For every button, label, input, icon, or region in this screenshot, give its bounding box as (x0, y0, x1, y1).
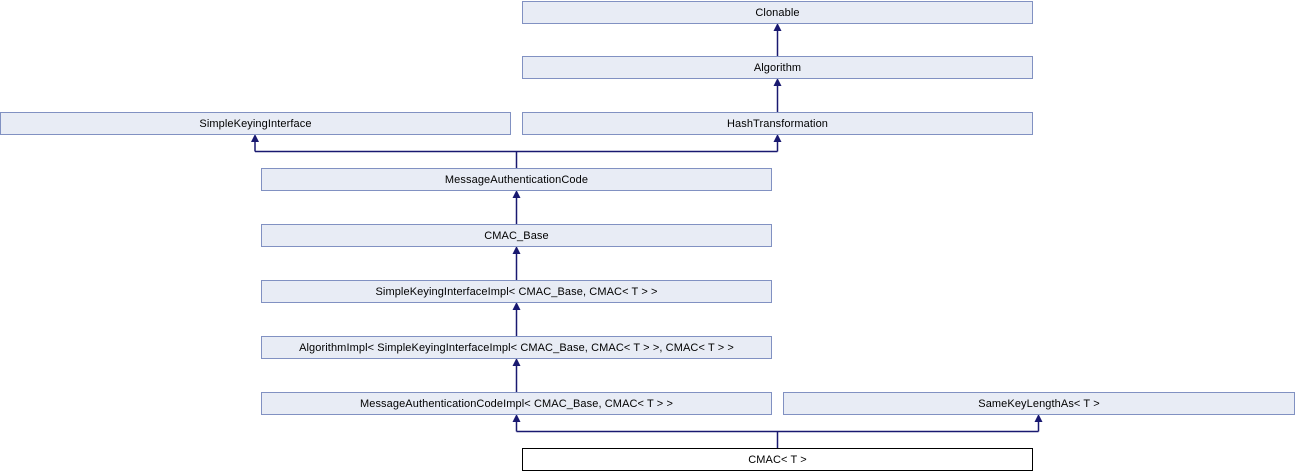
class-node-algorithm[interactable]: Algorithm (522, 56, 1033, 79)
class-node-simplekeyinginterface[interactable]: SimpleKeyingInterface (0, 112, 511, 135)
class-node-algorithmimpl[interactable]: AlgorithmImpl< SimpleKeyingInterfaceImpl… (261, 336, 772, 359)
class-node-cmac-current: CMAC< T > (522, 448, 1033, 471)
class-node-messageauthenticationcodeimpl[interactable]: MessageAuthenticationCodeImpl< CMAC_Base… (261, 392, 772, 415)
edge-hashtransformation-to-algorithm (773, 78, 782, 112)
class-node-hashtransformation[interactable]: HashTransformation (522, 112, 1033, 135)
edge-messageauthenticationcodeimpl-to-algorithmimpl (512, 358, 521, 392)
class-node-messageauthenticationcode[interactable]: MessageAuthenticationCode (261, 168, 772, 191)
class-node-samekeylengthas[interactable]: SameKeyLengthAs< T > (783, 392, 1295, 415)
edge-cmacbase-to-messageauthenticationcode (512, 190, 521, 224)
class-node-simplekeyinginterfaceimpl[interactable]: SimpleKeyingInterfaceImpl< CMAC_Base, CM… (261, 280, 772, 303)
edge-algorithmimpl-to-simplekeyinginterfaceimpl (512, 302, 521, 336)
edge-algorithm-to-clonable (773, 23, 782, 56)
edge-simplekeyinginterfaceimpl-to-cmacbase (512, 246, 521, 280)
class-node-cmacbase[interactable]: CMAC_Base (261, 224, 772, 247)
edge-cmac-to-parents (512, 414, 1043, 448)
class-node-clonable[interactable]: Clonable (522, 1, 1033, 24)
edge-messageauthenticationcode-to-parents (251, 134, 782, 168)
